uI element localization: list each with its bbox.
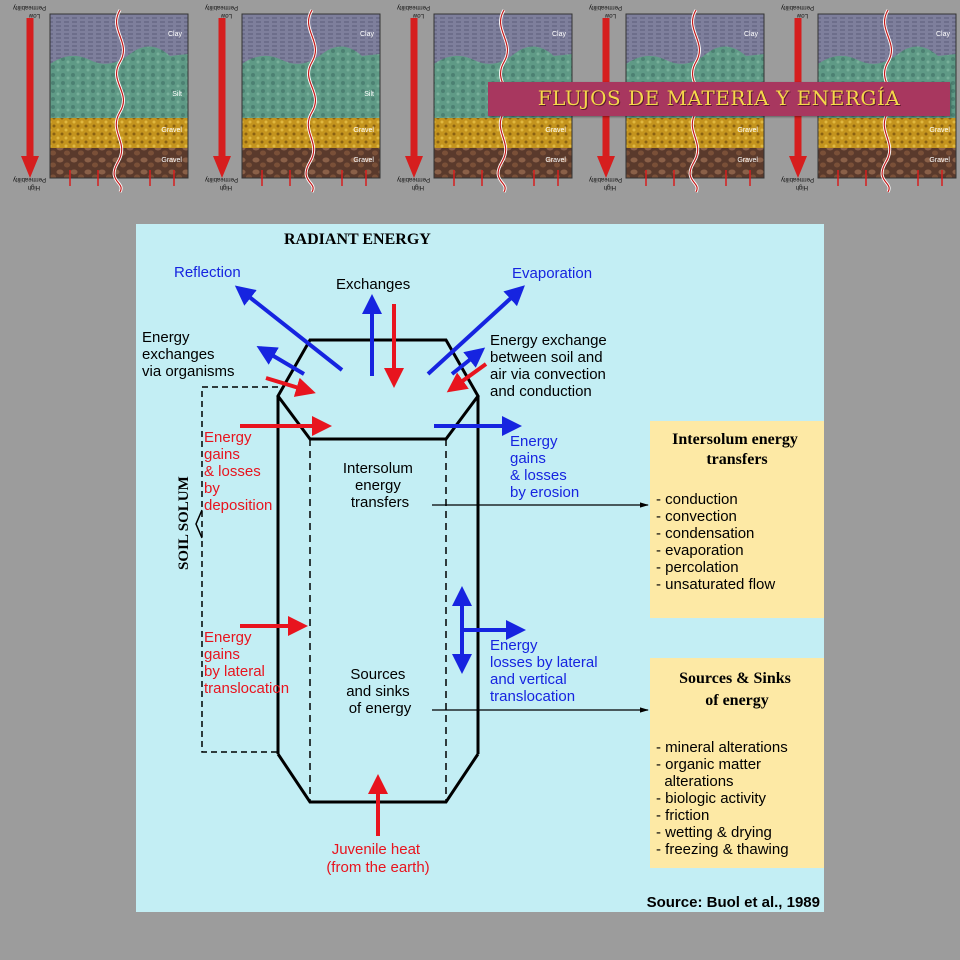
energy-diagram-svg: RADIANT ENERGY Source: Buol et al., 1989…	[136, 224, 824, 912]
intersolum-box-list: - conduction - convection - condensation…	[656, 491, 775, 593]
layer-label: Gravel	[737, 127, 758, 134]
permeability-arrowhead	[213, 156, 231, 178]
organisms-label: Energy exchanges via organisms	[142, 329, 235, 380]
page-title: FLUJOS DE MATERIA Y ENERGÍA	[537, 86, 901, 110]
intersolum-box-heading: Intersolum energy transfers	[672, 431, 802, 468]
organism-red-arrow	[265, 376, 316, 397]
source-note: Source: Buol et al., 1989	[647, 894, 820, 911]
bottom-high-label: High	[604, 184, 616, 190]
top-low-label: Low	[604, 12, 616, 18]
bottom-high-label: High	[412, 184, 424, 190]
reflection-label: Reflection	[174, 264, 241, 281]
permeability-arrowhead	[405, 156, 423, 178]
layer-label: Clay	[744, 31, 759, 38]
layer-label: Clay	[936, 31, 951, 38]
layer-label: Clay	[552, 31, 567, 38]
layer-label: Silt	[364, 91, 374, 98]
layer-label: Clay	[168, 31, 183, 38]
reflection-arrow	[234, 285, 344, 372]
diagram-title: RADIANT ENERGY	[284, 231, 431, 248]
convection-label: Energy exchange between soil and air via…	[490, 332, 611, 400]
layer-label: Gravel	[161, 157, 182, 164]
permeability-arrowhead	[789, 156, 807, 178]
evaporation-label: Evaporation	[512, 265, 592, 282]
organism-blue-arrow	[256, 345, 306, 376]
sources-sinks-box: Sources & Sinks of energy - mineral alte…	[136, 224, 824, 868]
top-permeability-label: Permeability	[397, 4, 430, 10]
bottom-permeability-label: Permeability	[13, 176, 46, 182]
permeability-arrowhead	[597, 156, 615, 178]
layer-label: Silt	[172, 91, 182, 98]
juvenile-heat-label: Juvenile heat (from the earth)	[326, 841, 429, 876]
bottom-permeability-label: Permeability	[397, 176, 430, 182]
red-arrows	[240, 304, 488, 836]
erosion-label: Energy gains & losses by erosion	[510, 433, 579, 501]
top-low-label: Low	[28, 12, 40, 18]
sources-center-label: Sources and sinks of energy	[346, 666, 414, 717]
intersolum-box: Intersolum energy transfers - conduction…	[650, 421, 824, 618]
bottom-high-label: High	[796, 184, 808, 190]
top-permeability-label: Permeability	[781, 4, 814, 10]
layer-label: Clay	[360, 31, 375, 38]
bottom-permeability-label: Permeability	[205, 176, 238, 182]
layer-label: Gravel	[545, 157, 566, 164]
layer-label: Gravel	[545, 127, 566, 134]
top-permeability-label: Permeability	[205, 4, 238, 10]
bottom-high-label: High	[220, 184, 232, 190]
top-permeability-label: Permeability	[589, 4, 622, 10]
soil-profile-panel: ClaySiltGravelGravelPermeabilityLowPerme…	[13, 4, 189, 193]
bottom-permeability-label: Permeability	[589, 176, 622, 182]
evaporation-arrow	[426, 285, 525, 376]
title-banner: FLUJOS DE MATERIA Y ENERGÍA	[488, 82, 950, 116]
layer-label: Gravel	[353, 127, 374, 134]
bottom-high-label: High	[28, 184, 40, 190]
soil-solum-label: SOIL SOLUM	[176, 476, 192, 570]
bottom-permeability-label: Permeability	[781, 176, 814, 182]
intersolum-box-bg	[650, 421, 824, 618]
soil-profile-panel: ClaySiltGravelGravelPermeabilityLowPerme…	[205, 4, 381, 193]
energy-diagram: RADIANT ENERGY Source: Buol et al., 1989…	[136, 224, 824, 912]
convection-red-arrow	[446, 362, 488, 393]
layer-label: Gravel	[161, 127, 182, 134]
sources-box-heading: Sources & Sinks of energy	[679, 670, 795, 709]
top-low-label: Low	[220, 12, 232, 18]
layer-label: Gravel	[929, 157, 950, 164]
sources-box-bg	[650, 658, 824, 868]
sources-box-list: - mineral alterations - organic matter a…	[136, 224, 824, 858]
convection-blue-arrow	[450, 347, 486, 376]
lateral-gains-label: Energy gains by lateral translocation	[204, 629, 289, 697]
lateral-losses-label: Energy losses by lateral and vertical tr…	[490, 637, 602, 705]
permeability-arrowhead	[21, 156, 39, 178]
top-low-label: Low	[796, 12, 808, 18]
exchanges-label: Exchanges	[336, 276, 410, 293]
top-permeability-label: Permeability	[13, 4, 46, 10]
layer-label: Gravel	[353, 157, 374, 164]
layer-label: Gravel	[929, 127, 950, 134]
blue-arrows	[234, 285, 526, 674]
connector-arrows	[432, 502, 649, 713]
top-low-label: Low	[412, 12, 424, 18]
intersolum-center-label: Intersolum energy transfers	[343, 460, 417, 511]
deposition-label: Energy gains & losses by deposition	[204, 429, 272, 514]
layer-label: Gravel	[737, 157, 758, 164]
